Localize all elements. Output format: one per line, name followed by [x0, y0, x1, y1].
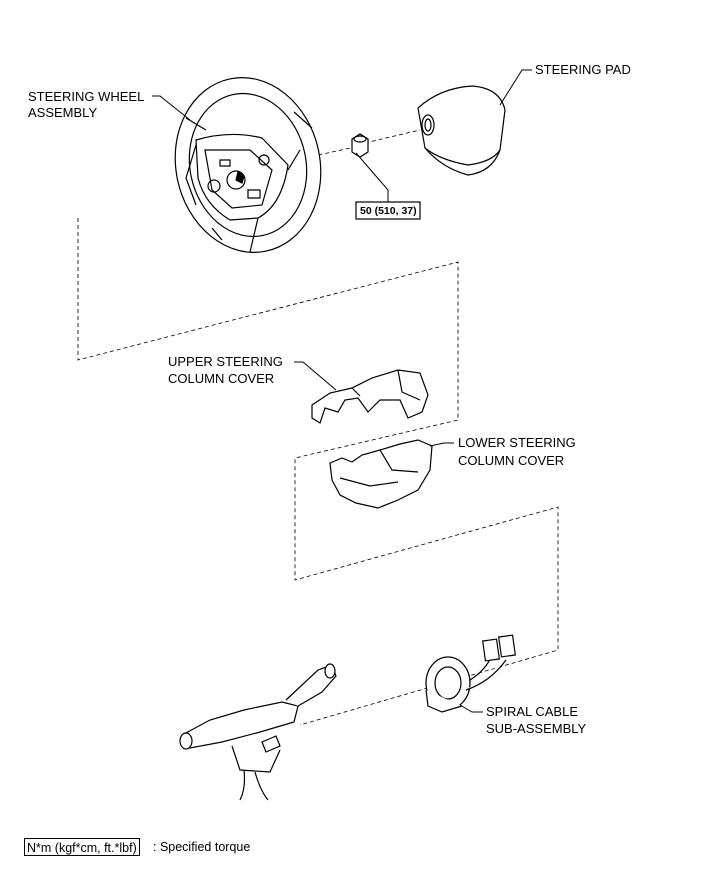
legend-description: : Specified torque — [153, 840, 251, 854]
upper-cover-label-line1: UPPER STEERING — [168, 354, 283, 369]
spiral-cable-drawing — [425, 634, 517, 713]
steering-wheel-label-line1: STEERING WHEEL — [28, 89, 144, 104]
lower-column-cover-drawing — [329, 439, 433, 509]
spiral-cable-label-line2: SUB-ASSEMBLY — [486, 721, 587, 736]
leader-lines — [152, 69, 532, 713]
lower-cover-label-line2: COLUMN COVER — [458, 453, 564, 468]
steering-pad-drawing — [417, 85, 506, 176]
spiral-cable-label-line1: SPIRAL CABLE — [486, 704, 578, 719]
alignment-lines — [77, 129, 559, 726]
legend-unit-box: N*m (kgf*cm, ft.*lbf) — [24, 838, 140, 856]
lower-cover-label-line1: LOWER STEERING — [458, 435, 576, 450]
nut-drawing — [351, 133, 369, 158]
torque-box — [355, 201, 421, 220]
steering-pad-label: STEERING PAD — [535, 62, 631, 77]
steering-wheel-assembly-drawing — [174, 77, 322, 253]
upper-column-cover-drawing — [311, 369, 429, 424]
torque-value: 50 (510, 37) — [360, 205, 417, 217]
upper-cover-label-line2: COLUMN COVER — [168, 371, 274, 386]
steering-wheel-label-line2: ASSEMBLY — [28, 105, 97, 120]
combination-switch-drawing — [179, 663, 337, 801]
